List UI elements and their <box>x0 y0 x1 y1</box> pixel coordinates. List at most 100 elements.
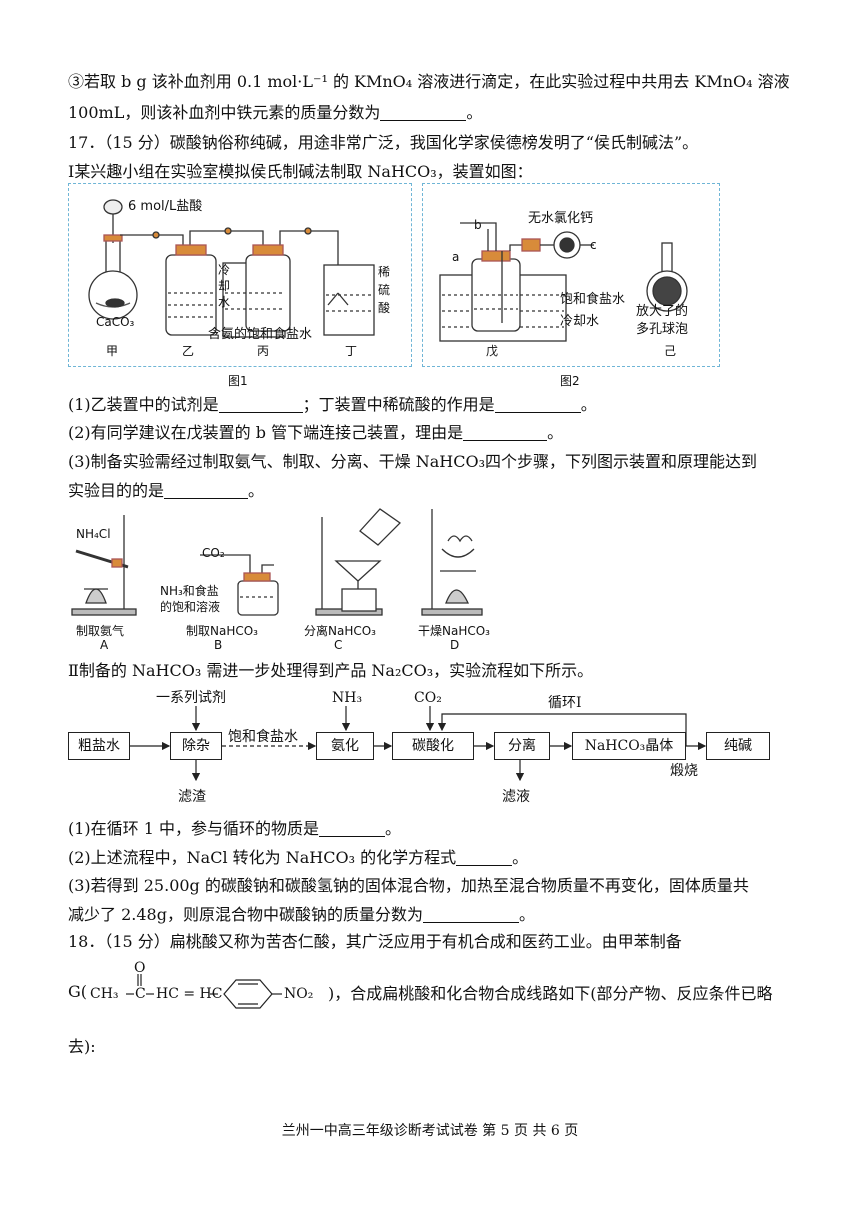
q18-structure-line: G( <box>68 980 808 1020</box>
fig2-name-wu: 戊 <box>486 344 499 358</box>
q16-line1: ③若取 b g 该补血剂用 0.1 mol·L⁻¹ 的 KMnO₄ 溶液进行滴定… <box>68 72 790 91</box>
fig1-acid-label: 6 mol/L盐酸 <box>128 199 203 214</box>
flow-box-crude-brine: 粗盐水 <box>68 732 130 760</box>
page-footer: 兰州一中高三年级诊断考试试卷 第 5 页 共 6 页 <box>281 1123 579 1139</box>
figure-1-frame <box>68 183 412 367</box>
apparatus-label-d: 干燥NaHCO₃ <box>418 624 490 638</box>
fig1-dilute-2: 硫 <box>378 283 391 297</box>
flow-box-soda-ash: 纯碱 <box>706 732 770 760</box>
q17-1-text-b: ；丁装置中稀硫酸的作用是 <box>302 395 495 414</box>
figure-2-frame <box>422 183 720 367</box>
figure-1-apparatus <box>88 199 375 338</box>
fig2-caption: 图2 <box>560 374 580 388</box>
answer-blank[interactable] <box>319 820 386 837</box>
flow-filtrate-label: 滤液 <box>502 789 530 805</box>
q17-p2-3a: (3)若得到 25.00g 的碳酸钠和碳酸氢钠的固体混合物，加热至混合物质量不再… <box>68 876 749 895</box>
q17-p2-2-text: (2)上述流程中，NaCl 转化为 NaHCO₃ 的化学方程式 <box>68 848 457 867</box>
q18-line3: 去): <box>68 1037 96 1056</box>
apparatus-nh3-salt-1: NH₃和食盐 <box>160 584 219 598</box>
apparatus-nh3-salt-2: 的饱和溶液 <box>160 600 221 614</box>
q16-line2-text: 100mL，则该补血剂中铁元素的质量分数为 <box>68 103 381 122</box>
fig2-cacl2-label: 无水氯化钙 <box>528 211 594 226</box>
q17-part2-intro: Ⅱ制备的 NaHCO₃ 需进一步处理得到产品 Na₂CO₃，实验流程如下所示。 <box>68 661 594 680</box>
answer-blank[interactable] <box>456 849 513 866</box>
q16-line2: 100mL，则该补血剂中铁元素的质量分数为 。 <box>68 101 482 125</box>
answer-blank[interactable] <box>422 906 519 923</box>
answer-blank[interactable] <box>494 396 581 413</box>
punct: 。 <box>580 395 597 414</box>
apparatus-label-a: 制取氨气 <box>76 624 125 638</box>
g-ch3: CH₃ <box>90 986 119 1002</box>
fig2-bubble-label-2: 多孔球泡 <box>636 322 689 337</box>
flow-box-separation: 分离 <box>494 732 550 760</box>
flow-calcine-label: 煅烧 <box>670 763 698 779</box>
apparatus-letter-c: C <box>334 638 343 652</box>
fig1-brine-label: 含氨的饱和食盐水 <box>208 327 313 342</box>
q17-2: (2)有同学建议在戊装置的 b 管下端连接己装置，理由是 。 <box>68 421 563 445</box>
q17-1-text-a: (1)乙装置中的试剂是 <box>68 395 219 414</box>
flow-box-ammoniation: 氨化 <box>316 732 374 760</box>
flow-arrows <box>130 706 707 782</box>
q17-p2-2: (2)上述流程中，NaCl 转化为 NaHCO₃ 的化学方程式 。 <box>68 846 528 870</box>
q17-part1-intro: Ⅰ某兴趣小组在实验室模拟侯氏制碱法制取 NaHCO₃，装置如图： <box>68 162 533 181</box>
q17-p2-3b-text: 减少了 2.48g，则原混合物中碳酸钠的质量分数为 <box>68 905 423 924</box>
punct: 。 <box>512 848 529 867</box>
answer-blank[interactable] <box>164 482 249 499</box>
q17-1: (1)乙装置中的试剂是 ；丁装置中稀硫酸的作用是 。 <box>68 393 597 417</box>
fig1-caption: 图1 <box>228 374 248 388</box>
fig1-cool-1: 冷 <box>218 263 231 277</box>
q17-3b-text: 实验目的的是 <box>68 481 165 500</box>
g-structure <box>126 974 282 1009</box>
fig2-cold-label: 冷却水 <box>560 314 600 329</box>
fig2-name-ji: 己 <box>664 344 677 358</box>
fig1-cool-2: 却 <box>218 279 231 293</box>
punct: 。 <box>466 103 483 122</box>
fig1-dilute-3: 酸 <box>378 301 391 315</box>
apparatus-letter-d: D <box>450 638 460 652</box>
answer-blank[interactable] <box>218 396 303 413</box>
fig1-caco3-label: CaCO₃ <box>96 315 135 329</box>
fig1-name-ding: 丁 <box>345 344 358 358</box>
flow-co2-label: CO₂ <box>414 690 442 706</box>
flow-brine-label: 饱和食盐水 <box>228 729 298 745</box>
answer-blank[interactable] <box>380 104 467 121</box>
q17-2-text: (2)有同学建议在戊装置的 b 管下端连接己装置，理由是 <box>68 423 464 442</box>
flow-cycle-label: 循环I <box>548 695 582 711</box>
apparatus-co2: CO₂ <box>202 546 225 560</box>
flow-box-carbonation: 碳酸化 <box>392 732 474 760</box>
punct: 。 <box>518 905 535 924</box>
fig1-name-bing: 丙 <box>257 344 270 358</box>
q18-line2-suffix: )，合成扁桃酸和化合物合成线路如下(部分产物、反应条件已略 <box>328 984 773 1003</box>
g-hc: HC = HC <box>156 986 223 1002</box>
figure-2-apparatus <box>439 222 688 342</box>
apparatus-letter-a: A <box>100 638 109 652</box>
q17-p2-1: (1)在循环 1 中，参与循环的物质是。 <box>68 817 401 841</box>
fig2-bubble-label-1: 放大了的 <box>636 304 689 319</box>
flow-residue-label: 滤渣 <box>178 789 206 805</box>
g-o: O <box>134 960 146 976</box>
q17-3a: (3)制备实验需经过制取氨气、制取、分离、干燥 NaHCO₃四个步骤，下列图示装… <box>68 452 758 471</box>
punct: 。 <box>547 423 564 442</box>
q17-3b: 实验目的的是。 <box>68 479 264 503</box>
g-no2: NO₂ <box>284 986 314 1002</box>
q17-intro: 17．（15 分）碳酸钠俗称纯碱，用途非常广泛，我国化学家侯德榜发明了“侯氏制碱… <box>68 133 699 152</box>
g-prefix: G( <box>68 982 88 1001</box>
punct: 。 <box>385 819 402 838</box>
answer-blank[interactable] <box>463 424 548 441</box>
fig1-name-jia: 甲 <box>106 344 119 358</box>
apparatus-nh4cl: NH₄Cl <box>76 527 111 541</box>
fig1-dilute-1: 稀 <box>378 265 391 279</box>
fig2-a-label: a <box>452 250 460 264</box>
apparatus-abcd <box>71 508 483 616</box>
fig1-name-yi: 乙 <box>182 344 195 358</box>
flow-reagents-label: 一系列试剂 <box>156 690 226 706</box>
q18-line1: 18．（15 分）扁桃酸又称为苦杏仁酸，其广泛应用于有机合成和医药工业。由甲苯制… <box>68 932 682 951</box>
q17-p2-3b: 减少了 2.48g，则原混合物中碳酸钠的质量分数为 。 <box>68 903 535 927</box>
apparatus-label-c: 分离NaHCO₃ <box>304 624 376 638</box>
fig2-b-label: b <box>474 218 482 232</box>
apparatus-letter-b: B <box>214 638 223 652</box>
fig2-c-label: c <box>590 238 597 252</box>
flow-box-impurity-removal: 除杂 <box>170 732 222 760</box>
flow-box-nahco3-crystal: NaHCO₃晶体 <box>572 732 686 760</box>
apparatus-label-b: 制取NaHCO₃ <box>186 624 258 638</box>
